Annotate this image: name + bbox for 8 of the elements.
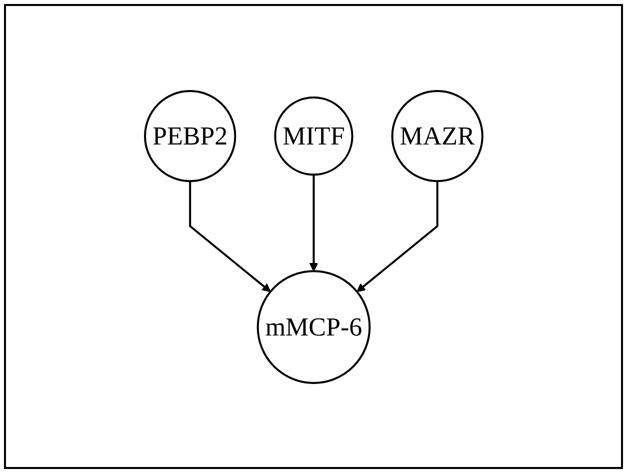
arrow	[188, 180, 271, 292]
node-circle	[391, 90, 484, 182]
diagram-frame: PEBP2 MITF MAZR mMCP-6	[4, 4, 623, 469]
arrow	[356, 180, 438, 292]
node-circle	[144, 90, 236, 182]
node-circle	[274, 96, 354, 176]
arrow	[309, 174, 318, 272]
node-circle	[256, 270, 370, 384]
